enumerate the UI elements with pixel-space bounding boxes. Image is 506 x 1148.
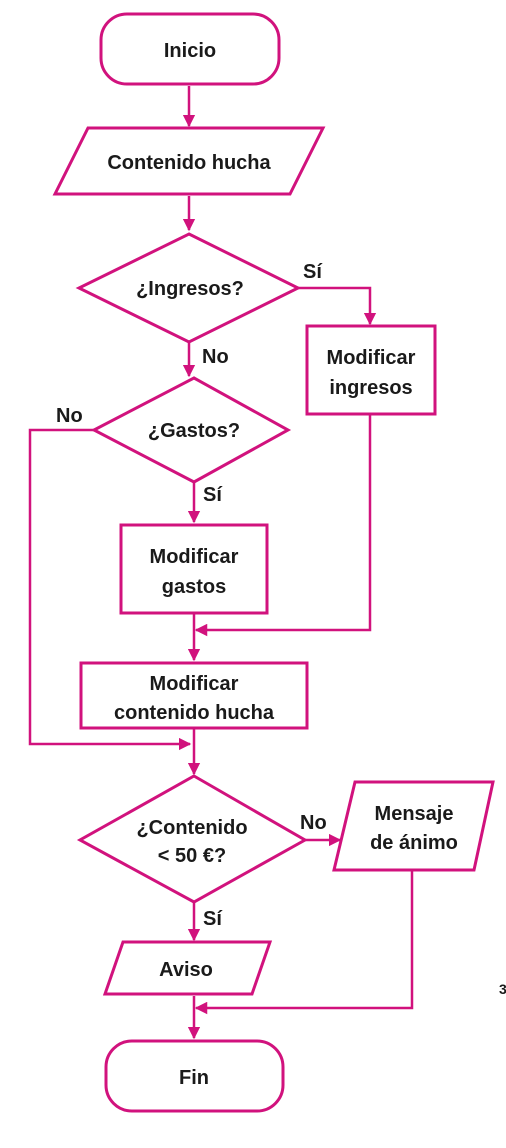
process-modificar-ingresos-line1: Modificar <box>327 347 416 369</box>
process-modificar-gastos-line2: gastos <box>162 576 226 598</box>
output-aviso: Aviso <box>102 940 273 996</box>
process-modificar-contenido-line1: Modificar <box>150 673 239 695</box>
output-mensaje-animo: Mensaje de ánimo <box>332 780 495 872</box>
decision-contenido-line1: ¿Contenido <box>136 817 247 839</box>
connectors <box>28 86 414 1040</box>
output-mensaje-animo-line2: de ánimo <box>370 832 458 854</box>
edge-ingresos-yes <box>298 286 377 326</box>
input-contenido-hucha: Contenido hucha <box>52 126 326 196</box>
process-modificar-contenido-line2: contenido hucha <box>114 702 275 724</box>
label-gastos-no: No <box>56 405 83 427</box>
margin-mark: 3 <box>499 981 506 997</box>
end-node: Fin <box>104 1039 285 1113</box>
label-ingresos-si: Sí <box>303 261 323 283</box>
decision-gastos: ¿Gastos? <box>90 376 292 484</box>
start-node: Inicio <box>99 12 281 86</box>
decision-ingresos-label: ¿Ingresos? <box>136 278 244 300</box>
process-modificar-ingresos: Modificar ingresos <box>305 324 437 416</box>
process-modificar-gastos: Modificar gastos <box>119 523 269 615</box>
label-ingresos-no: No <box>202 346 229 368</box>
decision-ingresos: ¿Ingresos? <box>75 232 302 344</box>
output-aviso-label: Aviso <box>159 959 213 981</box>
process-modificar-gastos-line1: Modificar <box>150 546 239 568</box>
decision-gastos-label: ¿Gastos? <box>148 420 240 442</box>
edge-gastos-no <box>28 428 192 751</box>
edge-ingresos-to-join <box>194 414 372 637</box>
input-contenido-hucha-label: Contenido hucha <box>107 152 271 174</box>
process-modificar-contenido: Modificar contenido hucha <box>79 661 309 730</box>
output-mensaje-animo-line1: Mensaje <box>375 803 454 825</box>
start-node-label: Inicio <box>164 40 216 62</box>
edge-mensaje-to-join <box>194 870 414 1015</box>
process-modificar-ingresos-line2: ingresos <box>329 377 412 399</box>
end-node-label: Fin <box>179 1067 209 1089</box>
label-gastos-si: Sí <box>203 484 223 506</box>
label-contenido-no: No <box>300 812 327 834</box>
decision-contenido: ¿Contenido < 50 €? <box>76 774 309 904</box>
label-contenido-si: Sí <box>203 908 223 930</box>
decision-contenido-line2: < 50 €? <box>158 845 226 867</box>
edge-labels: Sí No No Sí No Sí <box>56 261 327 930</box>
